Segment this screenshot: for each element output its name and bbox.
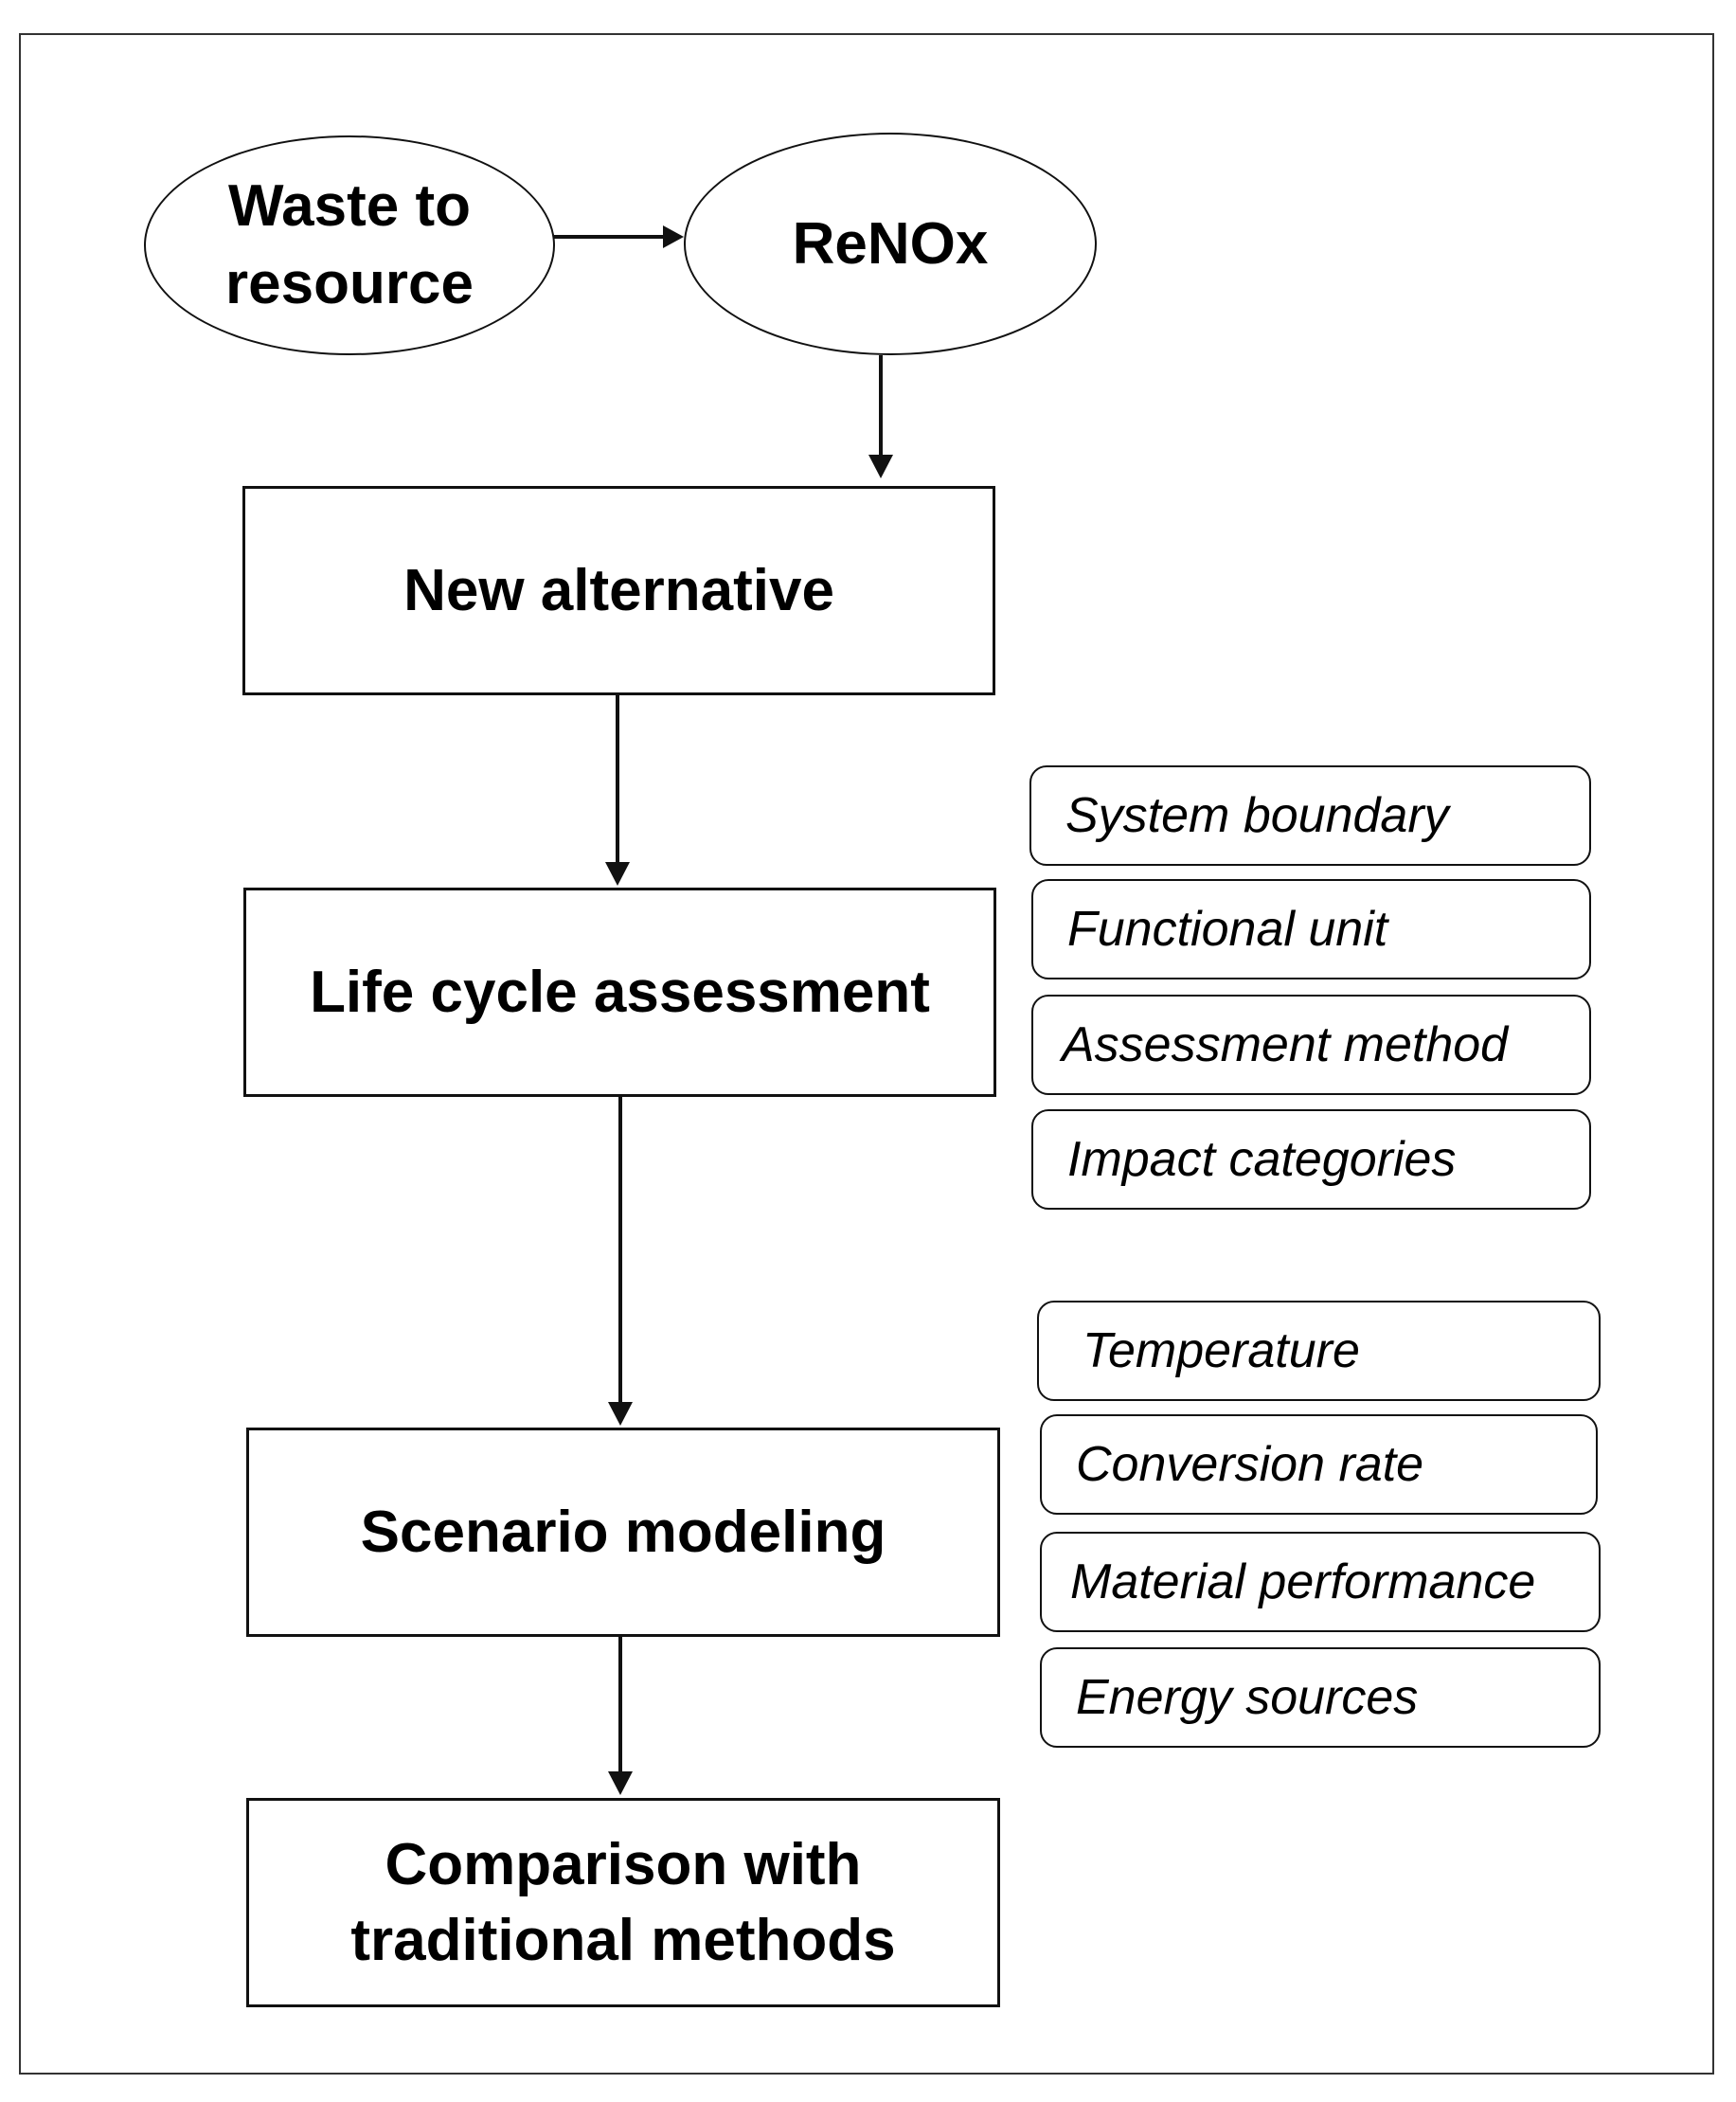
lca-parameter-impact-categories: Impact categories (1031, 1109, 1591, 1210)
scenario-parameter-temperature: Temperature (1037, 1301, 1601, 1401)
lca-parameter-functional-unit: Functional unit (1031, 879, 1591, 979)
scenario-modeling-box: Scenario modeling (246, 1428, 1000, 1637)
life-cycle-assessment-box: Life cycle assessment (243, 888, 996, 1097)
scenario-parameter-conversion-rate: Conversion rate (1040, 1414, 1598, 1515)
waste-to-resource-node: Waste to resource (144, 135, 555, 355)
scenario-parameter-material-performance: Material performance (1040, 1532, 1601, 1632)
renox-node: ReNOx (684, 133, 1097, 355)
lca-parameter-system-boundary: System boundary (1029, 765, 1591, 866)
new-alternative-box: New alternative (242, 486, 995, 695)
scenario-parameter-energy-sources: Energy sources (1040, 1647, 1601, 1748)
comparison-box: Comparison with traditional methods (246, 1798, 1000, 2007)
lca-parameter-assessment-method: Assessment method (1031, 995, 1591, 1095)
diagram-frame (19, 33, 1714, 2075)
